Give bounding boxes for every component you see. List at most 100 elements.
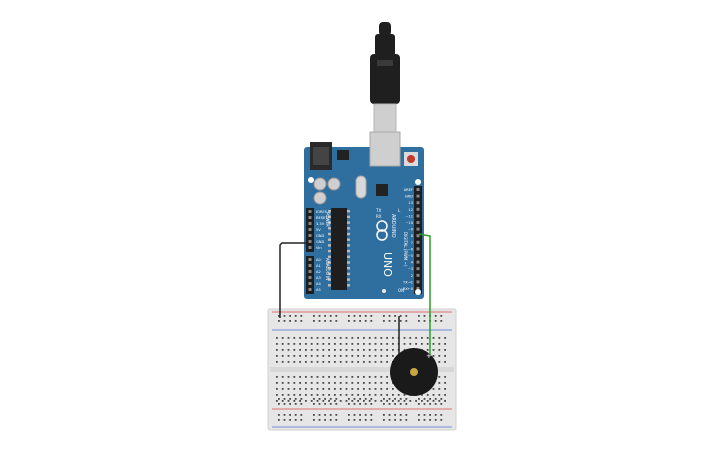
breadboard-hole[interactable] <box>278 398 280 400</box>
breadboard-hole[interactable] <box>397 400 400 402</box>
breadboard-hole[interactable] <box>399 398 402 400</box>
breadboard-hole[interactable] <box>432 400 435 402</box>
header-hole[interactable] <box>416 287 420 290</box>
breadboard-hole[interactable] <box>329 419 332 421</box>
breadboard-hole[interactable] <box>399 320 402 322</box>
breadboard-hole[interactable] <box>359 315 361 317</box>
breadboard-hole[interactable] <box>388 419 391 421</box>
breadboard-hole[interactable] <box>363 355 365 357</box>
breadboard-hole[interactable] <box>351 382 354 384</box>
breadboard-hole[interactable] <box>357 355 359 357</box>
breadboard-hole[interactable] <box>421 337 423 339</box>
breadboard-hole[interactable] <box>276 376 278 378</box>
breadboard-hole[interactable] <box>316 355 319 357</box>
breadboard-hole[interactable] <box>444 376 446 378</box>
breadboard-hole[interactable] <box>405 315 408 317</box>
breadboard-hole[interactable] <box>339 388 342 390</box>
breadboard-hole[interactable] <box>287 355 290 357</box>
breadboard-hole[interactable] <box>283 419 286 421</box>
breadboard-hole[interactable] <box>334 355 336 357</box>
breadboard-hole[interactable] <box>423 398 426 400</box>
breadboard-hole[interactable] <box>322 361 325 363</box>
breadboard-hole[interactable] <box>293 355 296 357</box>
header-hole[interactable] <box>308 276 312 279</box>
breadboard-hole[interactable] <box>438 400 441 402</box>
breadboard-hole[interactable] <box>363 382 365 384</box>
header-hole[interactable] <box>308 210 312 213</box>
breadboard-hole[interactable] <box>364 403 367 405</box>
breadboard-hole[interactable] <box>351 376 354 378</box>
breadboard-hole[interactable] <box>359 398 361 400</box>
breadboard-hole[interactable] <box>299 400 301 402</box>
breadboard-hole[interactable] <box>300 320 303 322</box>
breadboard-hole[interactable] <box>440 315 443 317</box>
breadboard-hole[interactable] <box>283 403 286 405</box>
header-hole[interactable] <box>416 207 420 211</box>
breadboard-hole[interactable] <box>294 398 297 400</box>
breadboard-hole[interactable] <box>370 315 373 317</box>
breadboard-hole[interactable] <box>364 419 367 421</box>
breadboard-hole[interactable] <box>405 414 408 416</box>
breadboard-hole[interactable] <box>363 376 365 378</box>
breadboard-hole[interactable] <box>368 343 371 345</box>
header-hole[interactable] <box>416 214 420 218</box>
breadboard-hole[interactable] <box>329 414 332 416</box>
breadboard-hole[interactable] <box>368 349 371 351</box>
breadboard-hole[interactable] <box>357 388 359 390</box>
breadboard-hole[interactable] <box>322 376 325 378</box>
breadboard-hole[interactable] <box>364 320 367 322</box>
breadboard-hole[interactable] <box>421 394 423 396</box>
breadboard-hole[interactable] <box>403 400 406 402</box>
breadboard-hole[interactable] <box>386 376 388 378</box>
breadboard-hole[interactable] <box>281 394 284 396</box>
breadboard-hole[interactable] <box>357 349 359 351</box>
breadboard-hole[interactable] <box>328 376 330 378</box>
breadboard-hole[interactable] <box>351 337 354 339</box>
breadboard-hole[interactable] <box>305 355 307 357</box>
breadboard-hole[interactable] <box>368 394 371 396</box>
breadboard-hole[interactable] <box>322 382 325 384</box>
breadboard-hole[interactable] <box>334 382 336 384</box>
breadboard-hole[interactable] <box>444 394 446 396</box>
breadboard-hole[interactable] <box>313 315 315 317</box>
breadboard-hole[interactable] <box>329 403 332 405</box>
breadboard-hole[interactable] <box>345 355 348 357</box>
signal-wire[interactable] <box>418 233 431 358</box>
breadboard-hole[interactable] <box>339 361 342 363</box>
breadboard-hole[interactable] <box>394 398 396 400</box>
breadboard-hole[interactable] <box>335 398 338 400</box>
breadboard-hole[interactable] <box>310 400 313 402</box>
breadboard-hole[interactable] <box>310 355 313 357</box>
breadboard-hole[interactable] <box>388 414 391 416</box>
breadboard-hole[interactable] <box>329 320 332 322</box>
breadboard-hole[interactable] <box>434 320 437 322</box>
breadboard-hole[interactable] <box>429 398 431 400</box>
header-hole[interactable] <box>308 264 312 267</box>
breadboard-hole[interactable] <box>351 394 354 396</box>
breadboard-hole[interactable] <box>305 400 307 402</box>
breadboard-hole[interactable] <box>281 400 284 402</box>
breadboard-hole[interactable] <box>444 361 446 363</box>
breadboard-hole[interactable] <box>357 337 359 339</box>
breadboard-hole[interactable] <box>328 349 330 351</box>
breadboard-hole[interactable] <box>335 315 338 317</box>
breadboard-hole[interactable] <box>335 419 338 421</box>
breadboard-hole[interactable] <box>305 349 307 351</box>
breadboard-hole[interactable] <box>383 419 385 421</box>
breadboard-hole[interactable] <box>305 382 307 384</box>
breadboard-hole[interactable] <box>357 382 359 384</box>
breadboard-hole[interactable] <box>299 337 301 339</box>
breadboard-hole[interactable] <box>434 403 437 405</box>
breadboard-hole[interactable] <box>324 398 326 400</box>
breadboard-hole[interactable] <box>334 349 336 351</box>
breadboard-hole[interactable] <box>305 388 307 390</box>
breadboard-hole[interactable] <box>397 394 400 396</box>
breadboard-hole[interactable] <box>281 343 284 345</box>
breadboard-hole[interactable] <box>328 382 330 384</box>
breadboard-hole[interactable] <box>440 414 443 416</box>
breadboard-hole[interactable] <box>289 414 291 416</box>
breadboard-hole[interactable] <box>423 320 426 322</box>
breadboard-hole[interactable] <box>334 388 336 390</box>
breadboard-hole[interactable] <box>421 343 423 345</box>
breadboard-hole[interactable] <box>386 349 388 351</box>
